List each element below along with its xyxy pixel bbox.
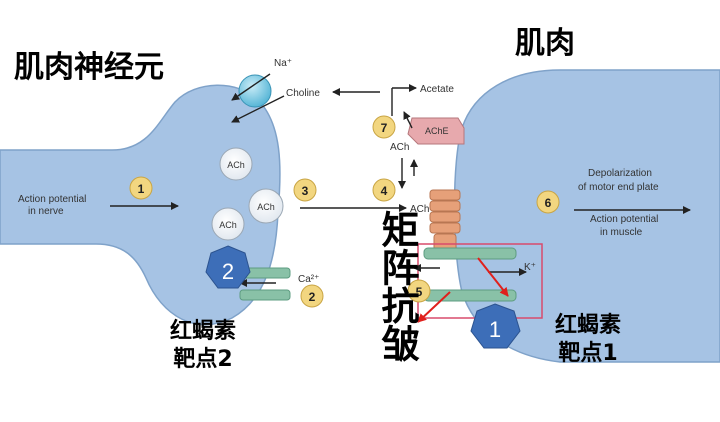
vesicle-fusing: [248, 188, 284, 224]
sodium-ion: [238, 74, 272, 108]
action-potential-muscle-line2: in muscle: [600, 227, 643, 238]
ach-label-vesicle-3: ACh: [257, 202, 275, 212]
ach-label-product: ACh: [390, 142, 409, 153]
red-arrows: [417, 257, 509, 323]
step-6-label: 6: [545, 196, 552, 210]
vesicle: [219, 147, 253, 181]
depolarization-line2: of motor end plate: [578, 182, 659, 193]
ach-label-vesicle-2: ACh: [219, 220, 237, 230]
ach-label-receptor: ACh: [410, 204, 429, 215]
step-4: [372, 178, 396, 202]
drug-name-vertical: 矩阵抗皱: [375, 210, 419, 362]
step-5: [407, 279, 431, 303]
target-badge-1-label: 1: [489, 317, 501, 342]
step-3: [293, 178, 317, 202]
potassium-channel: [423, 289, 517, 302]
choline-label: Choline: [286, 88, 320, 99]
ache-enzyme: [407, 117, 465, 145]
potassium-channel: [423, 247, 517, 260]
ach-label-vesicle-1: ACh: [227, 160, 245, 170]
target-badge-2: 2: [205, 245, 251, 289]
step-2: [300, 284, 324, 308]
target-badge-1: 1: [470, 303, 521, 349]
step-5-label: 5: [416, 285, 423, 299]
target-2-caption: 红蝎素 靶点2: [170, 318, 236, 374]
calcium-channel: [239, 289, 291, 301]
potassium-label: K⁺: [524, 262, 536, 273]
action-potential-nerve-line1: Action potential: [18, 194, 86, 205]
acetate-label: Acetate: [420, 84, 454, 95]
step-7-label: 7: [381, 121, 388, 135]
neuron-title: 肌肉神经元: [12, 40, 170, 92]
step-2-label: 2: [309, 290, 316, 304]
ache-label: AChE: [425, 126, 449, 136]
target-2-caption-line2: 靶点2: [173, 347, 233, 372]
calcium-label: Ca²⁺: [298, 274, 319, 285]
step-1-label: 1: [138, 182, 145, 196]
target-1-caption: 红蝎素 靶点1: [555, 312, 621, 368]
target-1-caption-line1: 红蝎素: [555, 313, 622, 338]
step-markers: 1 2 3 4 5 6 7: [129, 115, 560, 308]
depolarization-line1: Depolarization: [588, 168, 652, 179]
action-potential-muscle-line1: Action potential: [590, 214, 658, 225]
step-6: [536, 190, 560, 214]
target-2-caption-line1: 红蝎素: [170, 319, 237, 344]
target-1-caption-line2: 靶点1: [558, 341, 618, 366]
na-label: Na⁺: [274, 58, 292, 69]
process-arrows: [110, 73, 691, 287]
action-potential-nerve-line2: in nerve: [28, 206, 64, 217]
ach-receptor: [429, 189, 461, 253]
step-1: [129, 176, 153, 200]
step-7: [372, 115, 396, 139]
step-4-label: 4: [381, 184, 388, 198]
vesicle: [211, 207, 245, 241]
small-labels: Na⁺ Choline Acetate AChE ACh ACh ACh ACh…: [18, 58, 659, 285]
muscle-title: 肌肉: [515, 26, 575, 61]
target-badge-2-label: 2: [222, 259, 234, 284]
step-3-label: 3: [302, 184, 309, 198]
